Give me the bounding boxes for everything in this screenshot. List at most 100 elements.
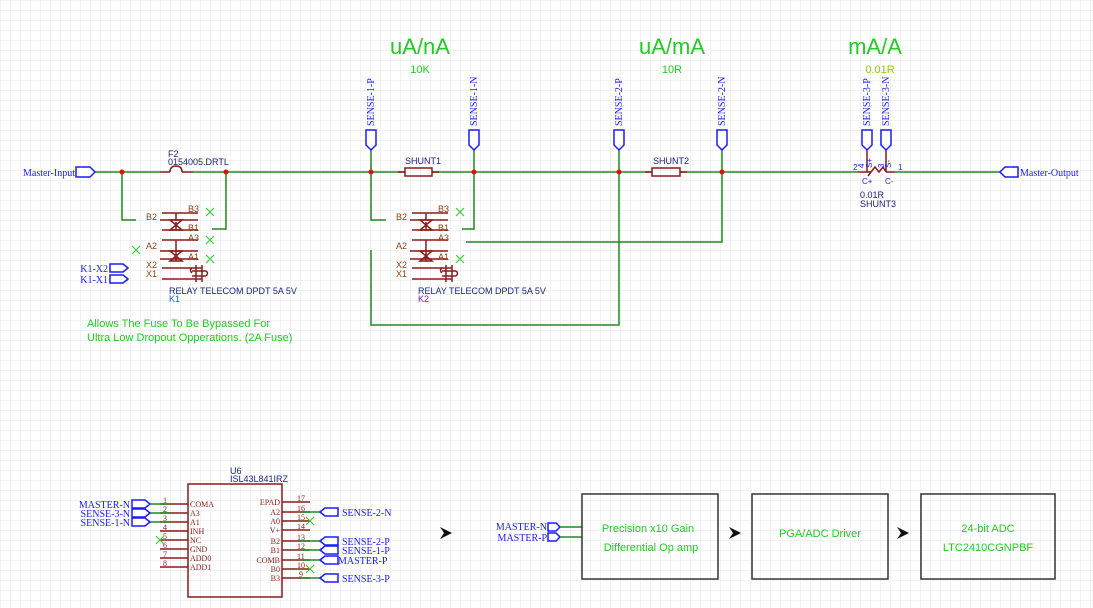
svg-text:A2: A2	[270, 508, 280, 517]
svg-text:4: 4	[163, 523, 167, 532]
shunt3-value: 0.01R	[860, 190, 885, 200]
svg-text:16: 16	[297, 504, 305, 513]
net-master-n-block: MASTER-N	[496, 522, 547, 533]
svg-text:B2: B2	[146, 212, 157, 222]
svg-text:3: 3	[163, 514, 167, 523]
svg-text:0.01R: 0.01R	[865, 64, 894, 76]
svg-text:13: 13	[297, 533, 305, 542]
net-sense-1-p: SENSE-1-P	[366, 78, 377, 126]
svg-text:X2: X2	[146, 260, 157, 270]
svg-text:X1: X1	[396, 269, 407, 279]
net-sense-1-p-u6: SENSE-1-P	[342, 546, 390, 557]
fuse-ref: F2	[168, 149, 179, 159]
no-connect-marks	[131, 207, 465, 264]
svg-text:11: 11	[297, 552, 305, 561]
svg-text:B2: B2	[271, 537, 280, 546]
u6-part: ISL43L841IRZ	[230, 474, 289, 484]
k1-ref: K1	[169, 294, 180, 304]
svg-text:S+: S+	[865, 158, 874, 168]
net-flag-k1-x2[interactable]	[109, 263, 130, 284]
net-sense-3-n-u6: SENSE-3-N	[81, 509, 130, 520]
k1-wires	[110, 172, 227, 281]
svg-text:uA/mA: uA/mA	[639, 34, 705, 59]
svg-text:B1: B1	[271, 546, 280, 555]
svg-text:14: 14	[297, 522, 305, 531]
svg-text:10: 10	[297, 561, 305, 570]
svg-text:10R: 10R	[662, 64, 682, 76]
range-header-3: mA/A 0.01R	[848, 34, 902, 76]
svg-text:uA/nA: uA/nA	[390, 34, 450, 59]
shunt2-label: SHUNT2	[653, 156, 689, 166]
junctions	[119, 169, 725, 175]
svg-text:X1: X1	[146, 269, 157, 279]
net-master-output: Master-Output	[1020, 168, 1079, 179]
svg-text:A3: A3	[188, 233, 199, 243]
svg-text:GND: GND	[190, 545, 208, 554]
svg-text:B1: B1	[438, 223, 449, 233]
k2-ref: K2	[418, 294, 429, 304]
net-sense-2-n: SENSE-2-N	[717, 77, 728, 126]
net-master-n: MASTER-N	[79, 500, 130, 511]
svg-text:COMA: COMA	[190, 500, 214, 509]
svg-text:V+: V+	[270, 526, 281, 535]
block-pga-driver[interactable]: PGA/ADC Driver	[751, 493, 889, 580]
svg-text:A3: A3	[190, 509, 200, 518]
shunt2-resistor[interactable]	[645, 167, 687, 177]
svg-text:B3: B3	[188, 204, 199, 214]
svg-text:Precision x10 Gain: Precision x10 Gain	[602, 523, 694, 535]
net-master-p-block: MASTER-P	[498, 533, 548, 544]
fuse-f2[interactable]	[160, 165, 193, 173]
net-sense-3-n: SENSE-3-N	[881, 77, 892, 126]
net-master-p-u6: MASTER-P	[338, 556, 388, 567]
svg-text:17: 17	[297, 494, 305, 503]
svg-text:B3: B3	[271, 574, 280, 583]
svg-text:4: 4	[857, 163, 866, 168]
range-header-2: uA/mA 10R	[639, 34, 705, 76]
svg-text:LTC2410CGNPBF: LTC2410CGNPBF	[943, 542, 1034, 554]
svg-text:A1: A1	[188, 252, 199, 262]
net-master-input: Master-Input	[23, 168, 75, 179]
svg-text:3: 3	[877, 163, 886, 168]
svg-text:ADD0: ADD0	[190, 554, 211, 563]
svg-text:B2: B2	[396, 212, 407, 222]
net-sense-3-p: SENSE-3-P	[862, 78, 873, 126]
u6-net-flags[interactable]	[131, 499, 339, 583]
net-k1-x1: K1-X1	[80, 275, 108, 286]
svg-text:A3: A3	[438, 233, 449, 243]
svg-text:PGA/ADC Driver: PGA/ADC Driver	[779, 528, 861, 540]
svg-text:2: 2	[163, 505, 167, 514]
net-sense-2-p: SENSE-2-P	[614, 78, 625, 126]
net-flag-master-np[interactable]	[547, 522, 562, 542]
svg-text:mA/A: mA/A	[848, 34, 902, 59]
shunt1-label: SHUNT1	[405, 156, 441, 166]
u6-ref: U6	[230, 466, 242, 476]
svg-text:INH: INH	[190, 527, 204, 536]
svg-text:Differential Op amp: Differential Op amp	[604, 542, 699, 554]
svg-text:1: 1	[163, 496, 167, 505]
svg-text:7: 7	[163, 550, 167, 559]
svg-text:9: 9	[299, 570, 303, 579]
svg-text:10K: 10K	[410, 64, 430, 76]
net-flag-master-input[interactable]	[75, 166, 97, 178]
range-header-1: uA/nA 10K	[390, 34, 450, 76]
svg-text:ADD1: ADD1	[190, 563, 211, 572]
net-flag-master-output[interactable]	[998, 166, 1019, 178]
sense-flags[interactable]	[365, 129, 892, 152]
shunt3-label: SHUNT3	[860, 199, 896, 209]
k2-part: RELAY TELECOM DPDT 5A 5V	[418, 286, 546, 296]
shunt1-resistor[interactable]	[398, 167, 439, 177]
fuse-part: 0154005.DRTL	[168, 157, 229, 167]
svg-text:COMB: COMB	[256, 556, 280, 565]
svg-text:S-: S-	[884, 160, 893, 168]
svg-text:A1: A1	[438, 252, 449, 262]
svg-text:NC: NC	[190, 536, 201, 545]
svg-text:A2: A2	[396, 241, 407, 251]
svg-text:X2: X2	[396, 260, 407, 270]
u6-ic[interactable]	[160, 483, 310, 598]
svg-text:2: 2	[853, 163, 858, 172]
